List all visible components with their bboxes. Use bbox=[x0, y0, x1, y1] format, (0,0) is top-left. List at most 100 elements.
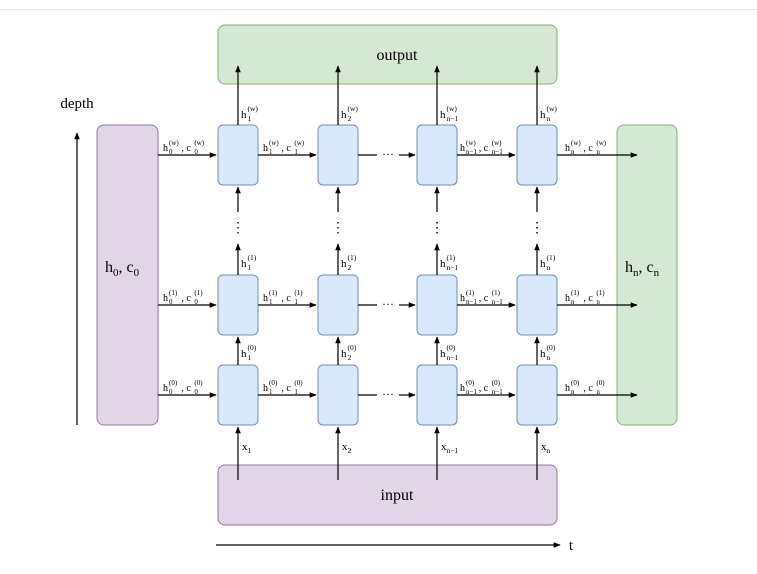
superscript: (1) bbox=[194, 289, 203, 297]
lstm-cell-layer-0-step-2 bbox=[317, 364, 359, 426]
c-part: , c(w)0 bbox=[181, 139, 204, 156]
superscript: (0) bbox=[294, 379, 303, 387]
horizontal-ellipsis-layer-1: ··· bbox=[382, 297, 394, 311]
subscript: n bbox=[571, 298, 575, 306]
superscript: (0) bbox=[492, 379, 501, 387]
subscript: n bbox=[633, 267, 639, 279]
c-symbol: , c bbox=[479, 143, 489, 154]
h-symbol: h bbox=[460, 293, 465, 304]
x-label-step-1: x1 bbox=[242, 441, 252, 455]
superscript: (1) bbox=[547, 253, 556, 262]
lstm-cell-layer-1-step-n bbox=[516, 274, 558, 336]
state-label-w-src-1: h(w)1, c(w)1 bbox=[263, 139, 305, 156]
x-symbol: x bbox=[242, 441, 248, 453]
subscript: 1 bbox=[248, 446, 252, 455]
h-part: h(1)n bbox=[565, 289, 580, 306]
h-label-l1-step-n: h(1)n bbox=[540, 253, 556, 272]
h-symbol: h bbox=[105, 259, 113, 276]
c-symbol: , c bbox=[479, 293, 489, 304]
subscript: 0 bbox=[134, 267, 140, 279]
depth-label: depth bbox=[60, 96, 94, 112]
state-label-w-src-n-1: h(w)n−1, c(w)n−1 bbox=[460, 139, 503, 156]
final-state-label: hn, cn bbox=[625, 259, 660, 279]
lstm-cell-layer-w-step-2 bbox=[317, 124, 359, 186]
lstm-cell-layer-0-step-1 bbox=[217, 364, 259, 426]
superscript: (1) bbox=[348, 253, 357, 262]
h-symbol: h bbox=[263, 383, 268, 394]
superscript: (w) bbox=[492, 139, 502, 147]
subscript: n−1 bbox=[466, 148, 477, 156]
h-part: h(0)n−1 bbox=[460, 379, 477, 396]
subscript: n bbox=[547, 446, 551, 455]
subscript: 1 bbox=[248, 114, 252, 123]
state-label-1-src-n: h(1)n, c(1)n bbox=[565, 289, 605, 306]
vertical-ellipsis-step-2: ⋮ bbox=[331, 221, 345, 236]
state-label-w-src-n: h(w)n, c(w)n bbox=[565, 139, 607, 156]
h-part: h(w)1 bbox=[263, 139, 279, 156]
subscript: n−1 bbox=[447, 446, 459, 455]
h-symbol: h bbox=[163, 383, 168, 394]
h-symbol: h bbox=[460, 383, 465, 394]
h-label-l0-step-n-1: h(0)n−1 bbox=[440, 343, 458, 362]
subscript: 1 bbox=[269, 298, 273, 306]
subscript: 0 bbox=[194, 388, 198, 396]
subscript: 0 bbox=[169, 388, 173, 396]
c-part: , c(1)1 bbox=[281, 289, 303, 306]
h-part: h(w)n bbox=[565, 139, 581, 156]
superscript: (0) bbox=[466, 379, 475, 387]
h-symbol: h bbox=[163, 293, 168, 304]
superscript: (1) bbox=[571, 289, 580, 297]
subscript: n−1 bbox=[447, 263, 459, 272]
final-state-box bbox=[616, 124, 678, 426]
h-symbol: h bbox=[241, 348, 247, 360]
h-symbol: h bbox=[440, 348, 446, 360]
h-label-l0-step-1: h(0)1 bbox=[241, 343, 257, 362]
subscript: 1 bbox=[294, 298, 298, 306]
subscript: 1 bbox=[294, 148, 298, 156]
lstm-cell-layer-1-step-1 bbox=[217, 274, 259, 336]
h-symbol: h bbox=[263, 293, 268, 304]
c-part: , c(1)n bbox=[583, 289, 605, 306]
output-label: output bbox=[377, 47, 418, 64]
superscript: (0) bbox=[194, 379, 203, 387]
vertical-ellipsis-step-n: ⋮ bbox=[530, 221, 544, 236]
c-symbol: , c bbox=[181, 143, 191, 154]
lstm-cell-layer-w-step-1 bbox=[217, 124, 259, 186]
subscript: n−1 bbox=[492, 298, 503, 306]
c-symbol: , c bbox=[181, 383, 191, 394]
h-symbol: h bbox=[460, 143, 465, 154]
initial-state-box bbox=[96, 124, 159, 426]
subscript: n−1 bbox=[492, 148, 503, 156]
c-symbol: , c bbox=[119, 259, 134, 276]
state-label-0-src-n-1: h(0)n−1, c(0)n−1 bbox=[460, 379, 503, 396]
c-symbol: , c bbox=[583, 143, 593, 154]
c-part: , c(0)n−1 bbox=[479, 379, 503, 396]
horizontal-ellipsis-layer-0: ··· bbox=[382, 387, 394, 401]
superscript: (0) bbox=[269, 379, 278, 387]
superscript: (w) bbox=[466, 139, 476, 147]
state-label-1-src-1: h(1)1, c(1)1 bbox=[263, 289, 303, 306]
input-box bbox=[217, 464, 558, 526]
h-symbol: h bbox=[565, 143, 570, 154]
subscript: n bbox=[654, 267, 660, 279]
x-symbol: x bbox=[441, 441, 447, 453]
subscript: 1 bbox=[248, 353, 252, 362]
lstm-cell-layer-1-step-n-1 bbox=[416, 274, 458, 336]
x-symbol: x bbox=[342, 441, 348, 453]
c-part: , c(w)n bbox=[583, 139, 606, 156]
superscript: (w) bbox=[269, 139, 279, 147]
subscript: n−1 bbox=[466, 388, 477, 396]
superscript: (0) bbox=[447, 343, 456, 352]
subscript: n bbox=[547, 114, 551, 123]
state-label-w-src-0: h(w)0, c(w)0 bbox=[163, 139, 205, 156]
c-part: , c(0)0 bbox=[181, 379, 203, 396]
h-symbol: h bbox=[565, 383, 570, 394]
subscript: 2 bbox=[348, 446, 352, 455]
superscript: (w) bbox=[447, 104, 458, 113]
superscript: (1) bbox=[269, 289, 278, 297]
h-label-l1-step-n-1: h(1)n−1 bbox=[440, 253, 458, 272]
subscript: 1 bbox=[294, 388, 298, 396]
c-part: , c(1)n−1 bbox=[479, 289, 503, 306]
h-label-lw-step-n-1: h(w)n−1 bbox=[440, 104, 458, 123]
